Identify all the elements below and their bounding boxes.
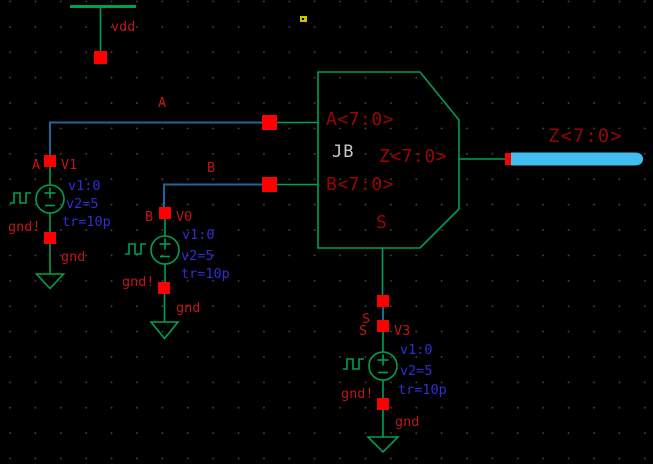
v1-gnd-symbol[interactable] — [34, 244, 66, 290]
origin-marker-icon — [300, 16, 307, 22]
v1-pulse-waveform-icon — [10, 192, 31, 204]
mux-pin-label-s: S — [376, 212, 388, 233]
v1-prop-v2[interactable]: v2=5 — [66, 196, 99, 212]
net-label-a[interactable]: A — [158, 95, 167, 111]
instance-label-v0[interactable]: V0 — [176, 209, 193, 225]
v3-gnd-net-label[interactable]: gnd! — [341, 386, 374, 402]
vsource-v1-symbol[interactable] — [10, 155, 65, 244]
v3-pulse-waveform-icon — [343, 358, 364, 370]
mux-symbol[interactable] — [317, 71, 506, 296]
v1-prop-v1[interactable]: v1:0 — [68, 178, 101, 194]
v0-gnd-symbol[interactable] — [149, 294, 180, 340]
bus-net-z[interactable] — [505, 152, 643, 166]
v0-prop-tr[interactable]: tr=10p — [181, 266, 230, 282]
v0-pulse-waveform-icon — [125, 243, 146, 255]
v3-prop-v2[interactable]: v2=5 — [400, 363, 433, 379]
net-label-z-bus[interactable]: Z<7:0> — [548, 125, 623, 147]
mux-pin-label-a: A<7:0> — [326, 109, 395, 130]
instance-label-v1[interactable]: V1 — [61, 157, 78, 173]
v1-pos-net-label[interactable]: A — [32, 157, 41, 173]
wire-net-a[interactable] — [49, 115, 318, 156]
net-s-square-upper[interactable] — [377, 295, 389, 307]
net-label-b[interactable]: B — [207, 160, 216, 176]
v3-prop-v1[interactable]: v1:0 — [400, 342, 433, 358]
v3-minus-pin-square[interactable] — [377, 398, 389, 410]
v3-prop-tr[interactable]: tr=10p — [398, 382, 447, 398]
v1-prop-tr[interactable]: tr=10p — [62, 214, 111, 230]
v3-gnd-symbol[interactable] — [366, 410, 400, 454]
net-label-s-upper[interactable]: S — [362, 311, 371, 327]
net-b-junction-square[interactable] — [262, 177, 277, 192]
v1-gnd-net-label[interactable]: gnd! — [8, 219, 41, 235]
vdd-symbol[interactable] — [70, 5, 136, 65]
net-s-square-lower[interactable] — [377, 320, 389, 332]
v0-prop-v2[interactable]: v2=5 — [181, 248, 214, 264]
vsource-v3-symbol[interactable] — [343, 332, 398, 410]
wire-net-s[interactable] — [377, 295, 389, 332]
v0-gnd-symbol-label: gnd — [176, 300, 201, 316]
v3-gnd-symbol-label: gnd — [395, 414, 420, 430]
mux-instance-label[interactable]: JB — [332, 142, 355, 162]
v0-pos-net-label[interactable]: B — [145, 209, 154, 225]
net-a-junction-square[interactable] — [262, 115, 277, 130]
vdd-label: vdd — [111, 19, 136, 35]
v0-plus-pin-square[interactable] — [159, 207, 171, 219]
mux-pin-label-b: B<7:0> — [326, 174, 395, 195]
vsource-v0-symbol[interactable] — [125, 207, 180, 294]
mux-pin-label-z: Z<7:0> — [379, 146, 448, 167]
z-bus-wire[interactable] — [511, 152, 643, 166]
v0-gnd-net-label[interactable]: gnd! — [122, 274, 155, 290]
vdd-pin-square[interactable] — [94, 51, 107, 64]
v1-plus-pin-square[interactable] — [44, 155, 56, 167]
wire-net-b[interactable] — [163, 177, 318, 208]
v1-minus-pin-square[interactable] — [44, 232, 56, 244]
instance-label-v3[interactable]: V3 — [394, 323, 411, 339]
v0-prop-v1[interactable]: v1:0 — [182, 227, 215, 243]
v0-minus-pin-square[interactable] — [158, 282, 170, 294]
v1-gnd-symbol-label: gnd — [61, 249, 86, 265]
net-label-s-lower[interactable]: S — [359, 323, 368, 339]
